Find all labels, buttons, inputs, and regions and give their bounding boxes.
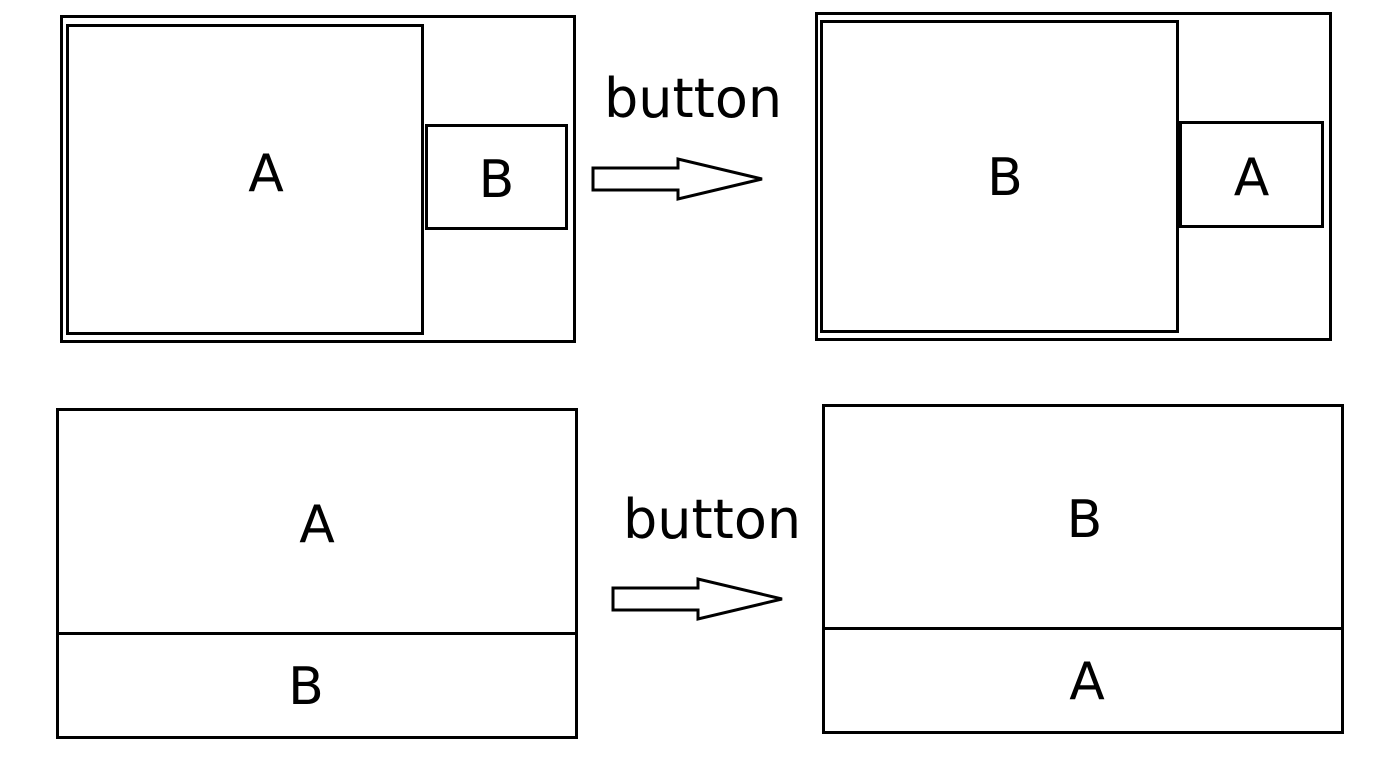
before-main-label: A (248, 144, 284, 204)
before-secondary-label: B (478, 150, 515, 210)
before-secondary-panel (425, 124, 568, 230)
before-top-label: A (299, 495, 335, 555)
before-top-panel (56, 408, 578, 635)
before-main-panel (66, 24, 424, 335)
right-arrow-icon (611, 577, 783, 621)
after-bottom-panel (822, 627, 1344, 734)
before-bottom-panel (56, 632, 578, 739)
after-top-label: B (1066, 490, 1103, 550)
after-main-panel (820, 20, 1179, 333)
after-bottom-label: A (1069, 652, 1105, 712)
action-label: button (623, 488, 802, 551)
after-secondary-panel (1179, 121, 1324, 228)
after-secondary-label: A (1233, 147, 1270, 208)
action-label: button (604, 67, 783, 130)
right-arrow-icon (591, 157, 763, 201)
after-top-panel (822, 404, 1344, 630)
before-bottom-label: B (288, 657, 324, 717)
after-main-label: B (987, 148, 1023, 208)
